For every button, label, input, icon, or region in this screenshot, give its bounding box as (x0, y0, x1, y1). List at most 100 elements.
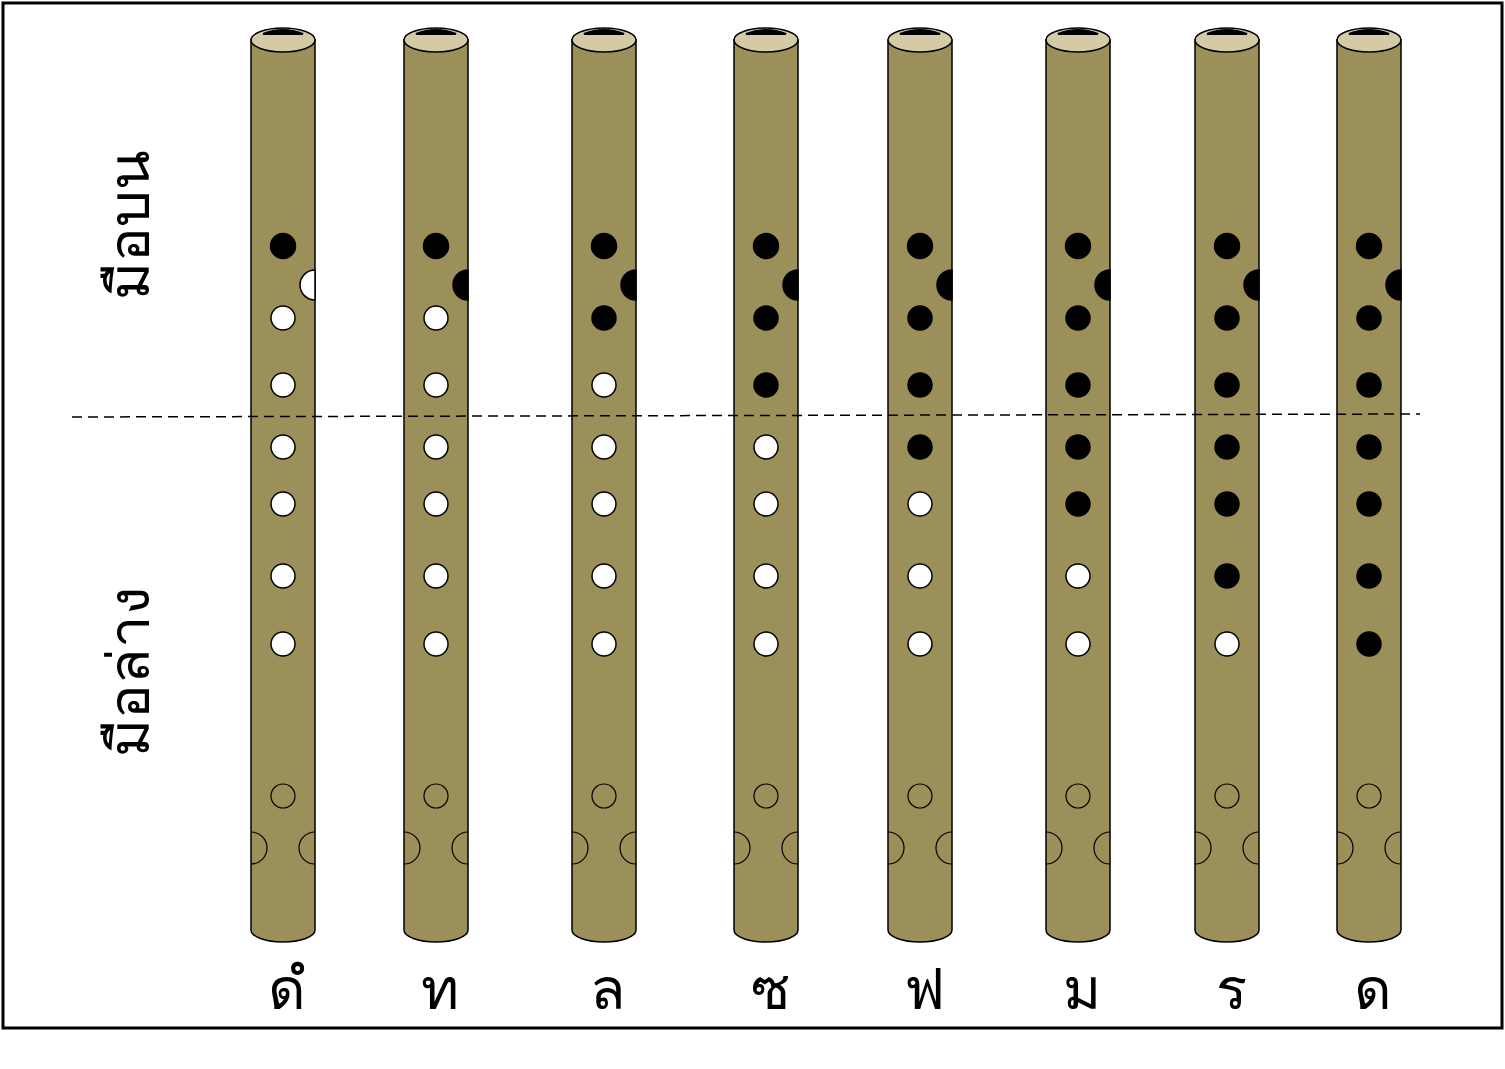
thumb-hole (453, 270, 468, 300)
finger-hole (271, 632, 295, 656)
flute-body (572, 40, 636, 942)
finger-hole (1066, 435, 1090, 459)
note-label: ฟ (904, 955, 945, 1025)
note-label: ท (421, 955, 459, 1025)
finger-hole (908, 306, 932, 330)
finger-hole (1215, 306, 1239, 330)
finger-hole (1357, 306, 1381, 330)
finger-hole (754, 435, 778, 459)
flute-body (404, 40, 468, 942)
finger-hole (424, 632, 448, 656)
finger-hole (1215, 234, 1240, 259)
note-label: ล (590, 955, 626, 1025)
finger-hole (424, 435, 448, 459)
tuning-hole (1066, 784, 1090, 808)
hand-divider (72, 414, 1420, 417)
finger-hole (908, 373, 932, 397)
finger-hole (754, 564, 778, 588)
blow-hole (1058, 30, 1098, 34)
side-hole (888, 832, 904, 864)
flute-top (888, 28, 952, 52)
side-hole (782, 832, 798, 864)
finger-hole (754, 492, 778, 516)
finger-hole (1215, 564, 1239, 588)
flute-body (734, 40, 798, 942)
side-hole (251, 832, 267, 864)
thumb-hole (300, 270, 315, 300)
finger-hole (1357, 435, 1381, 459)
finger-hole (754, 373, 778, 397)
tuning-hole (1215, 784, 1239, 808)
blow-hole (584, 30, 624, 34)
finger-hole (424, 306, 448, 330)
note-label: ดํ (268, 955, 306, 1025)
frame (3, 3, 1502, 1028)
side-hole (936, 832, 952, 864)
tuning-hole (424, 784, 448, 808)
finger-hole (908, 234, 933, 259)
side-hole (734, 832, 750, 864)
finger-hole (271, 564, 295, 588)
finger-hole (592, 492, 616, 516)
finger-hole (1357, 492, 1381, 516)
side-hole (1046, 832, 1062, 864)
flute-body (888, 40, 952, 942)
finger-hole (592, 632, 616, 656)
side-hole (299, 832, 315, 864)
finger-hole (424, 564, 448, 588)
blow-hole (263, 30, 303, 34)
finger-hole (592, 373, 616, 397)
finger-hole (1066, 632, 1090, 656)
finger-hole (1215, 435, 1239, 459)
tuning-hole (754, 784, 778, 808)
flute-top (734, 28, 798, 52)
flute-body (251, 40, 315, 942)
finger-hole (754, 632, 778, 656)
side-hole (404, 832, 420, 864)
side-hole (1094, 832, 1110, 864)
finger-hole (908, 435, 932, 459)
finger-hole (754, 306, 778, 330)
finger-hole (271, 373, 295, 397)
thumb-hole (1095, 270, 1110, 300)
blow-hole (900, 30, 940, 34)
finger-hole (1066, 564, 1090, 588)
blow-hole (746, 30, 786, 34)
thumb-hole (1244, 270, 1259, 300)
finger-hole (908, 564, 932, 588)
finger-hole (1215, 492, 1239, 516)
note-label: ม (1063, 955, 1101, 1025)
finger-hole (754, 234, 779, 259)
finger-hole (271, 492, 295, 516)
finger-hole (1215, 632, 1239, 656)
finger-hole (1066, 234, 1091, 259)
tuning-hole (1357, 784, 1381, 808)
finger-hole (908, 632, 932, 656)
thumb-hole (621, 270, 636, 300)
finger-hole (908, 492, 932, 516)
flute-top (1337, 28, 1401, 52)
hand-label: มือล่าง (95, 587, 165, 757)
finger-hole (592, 564, 616, 588)
finger-hole (424, 492, 448, 516)
finger-hole (1215, 373, 1239, 397)
finger-hole (271, 306, 295, 330)
flute-body (1046, 40, 1110, 942)
finger-hole (1357, 234, 1382, 259)
finger-hole (1066, 306, 1090, 330)
flute-body (1337, 40, 1401, 942)
tuning-hole (908, 784, 932, 808)
thumb-hole (783, 270, 798, 300)
side-hole (1385, 832, 1401, 864)
note-label: ด (1354, 955, 1392, 1025)
side-hole (452, 832, 468, 864)
side-hole (1243, 832, 1259, 864)
side-hole (572, 832, 588, 864)
finger-hole (271, 234, 296, 259)
flute-top (404, 28, 468, 52)
flute-top (1046, 28, 1110, 52)
side-hole (1195, 832, 1211, 864)
tuning-hole (592, 784, 616, 808)
hand-label: มือบน (95, 150, 165, 300)
